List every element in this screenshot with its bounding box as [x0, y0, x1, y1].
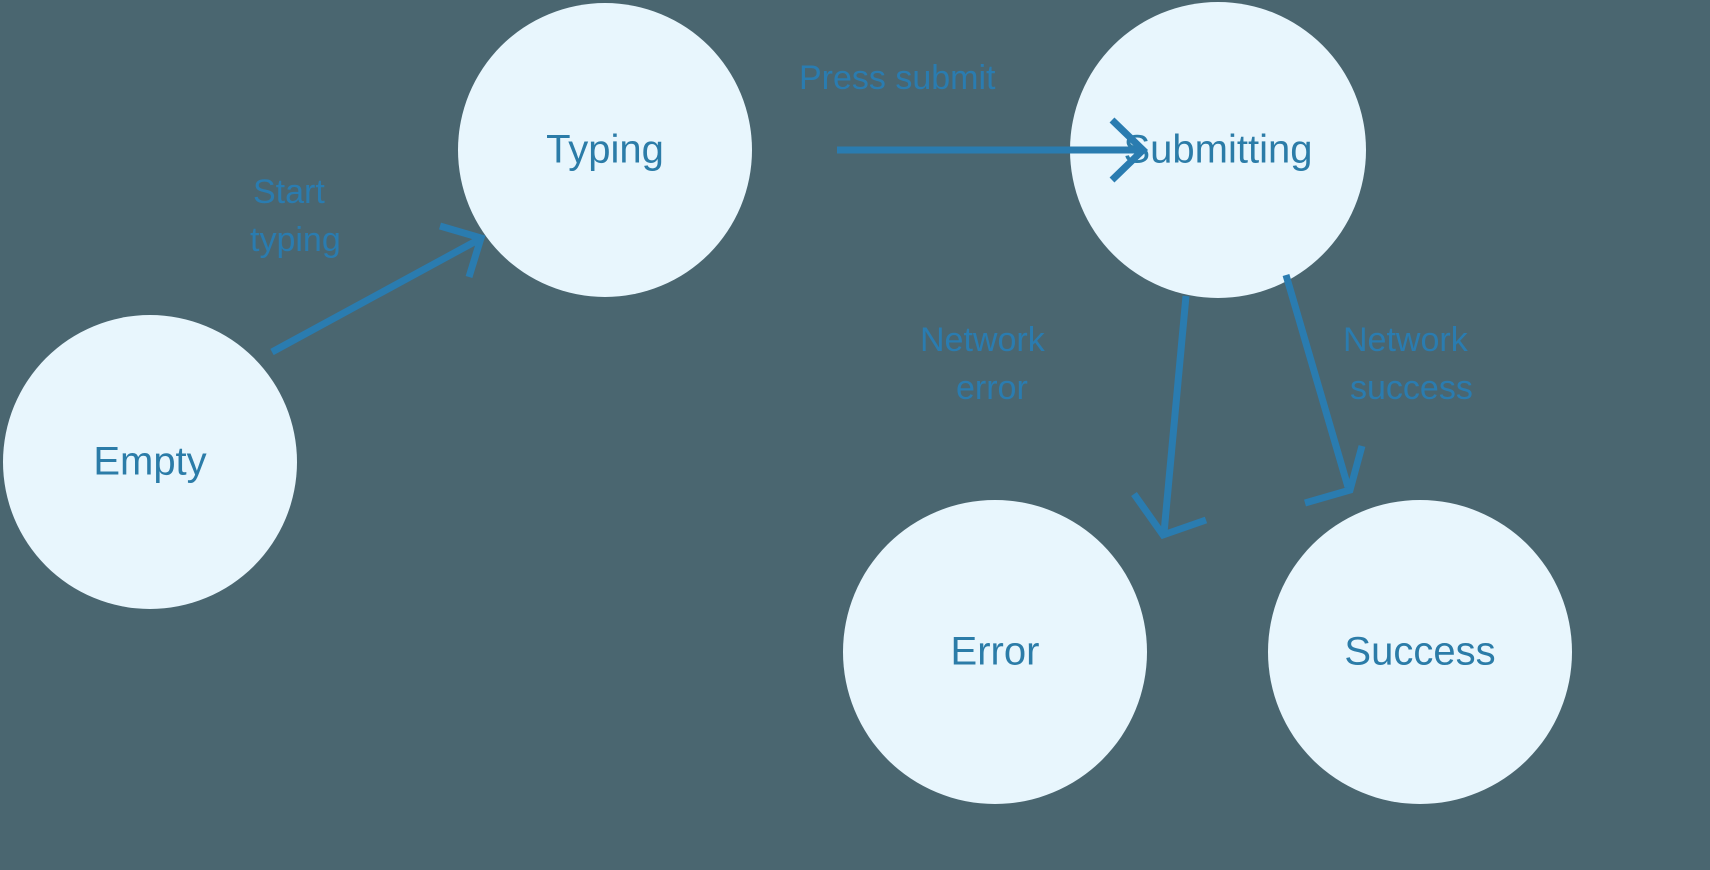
edge-label-network-success-line2: success [1350, 369, 1473, 407]
node-success-label: Success [1344, 630, 1495, 674]
node-error-label: Error [951, 630, 1040, 674]
edge-label-start-typing: Start typing [250, 173, 341, 259]
node-success-circle[interactable] [1268, 500, 1572, 804]
node-error[interactable]: Error [843, 500, 1147, 804]
node-typing-label: Typing [546, 128, 664, 172]
edge-typing-to-submitting [837, 117, 1149, 183]
node-empty-label: Empty [93, 440, 206, 484]
edge-empty-to-typing [270, 222, 486, 356]
node-typing-circle[interactable] [458, 3, 752, 297]
edge-typing-to-submitting-arrowhead [1109, 117, 1149, 183]
node-empty[interactable]: Empty [3, 315, 297, 609]
edge-submitting-to-success-arrowhead [1304, 445, 1366, 507]
edge-empty-to-typing-line [270, 236, 480, 356]
edge-label-network-error-line1: Network [920, 321, 1046, 359]
node-empty-circle[interactable] [3, 315, 297, 609]
edge-label-network-success-line1: Network [1343, 321, 1469, 359]
edge-empty-to-typing-arrowhead [439, 222, 486, 279]
edge-label-press-submit: Press submit [799, 59, 996, 97]
edge-label-start-typing-line2: typing [250, 221, 341, 259]
edge-submitting-to-success-line [1282, 274, 1352, 488]
node-submitting-circle[interactable] [1070, 2, 1366, 298]
node-submitting-label: Submitting [1124, 128, 1313, 172]
node-typing[interactable]: Typing [458, 3, 752, 297]
node-success[interactable]: Success [1268, 500, 1572, 804]
edge-submitting-to-success [1282, 274, 1366, 507]
node-error-circle[interactable] [843, 500, 1147, 804]
edge-label-network-error: Network error [920, 321, 1046, 407]
edge-label-network-error-line2: error [956, 369, 1028, 407]
edge-submitting-to-error-arrowhead [1131, 491, 1208, 540]
node-submitting[interactable]: Submitting [1070, 2, 1366, 298]
edge-label-network-success: Network success [1343, 321, 1473, 407]
edge-submitting-to-error [1131, 295, 1208, 540]
edge-label-start-typing-line1: Start [253, 173, 325, 211]
edge-label-press-submit-line1: Press submit [799, 59, 996, 97]
edge-submitting-to-error-line [1160, 295, 1190, 534]
